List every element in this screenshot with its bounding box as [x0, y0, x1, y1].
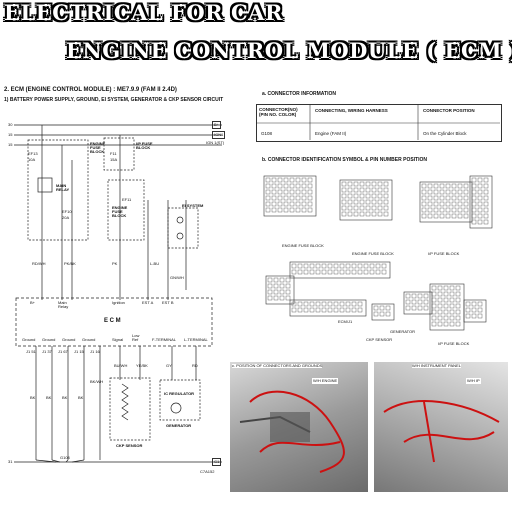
- wire-color: GY: [166, 363, 172, 368]
- connector-label: ENGINE FUSE BLOCK: [352, 251, 394, 256]
- footer-code: C7A152: [200, 469, 215, 474]
- wire-color: PK: [112, 261, 118, 266]
- wire-color: BK/WH: [90, 379, 104, 384]
- ground-id-g1: G1: [212, 458, 222, 466]
- table-cell: Engine (FAM II): [315, 131, 347, 136]
- ground-pin: J1 51: [26, 349, 36, 354]
- engine-harness-photo: [230, 362, 368, 492]
- fuse-f11: F11: [110, 151, 117, 156]
- schematic-title: 2. ECM (ENGINE CONTROL MODULE) : ME7.9.9…: [4, 87, 177, 93]
- ecm-pin-l-terminal: L-TERMINAL: [184, 337, 208, 342]
- rail-label-ign1st: IGN 1(ST): [206, 140, 225, 145]
- ground-pin: J1 67: [58, 349, 68, 354]
- connector-label: I/P FUSE BLOCK: [428, 251, 460, 256]
- ip-harness-photo: [374, 362, 508, 492]
- connector-pin-grid: [371, 303, 395, 321]
- connector-pin-grid: [339, 179, 393, 221]
- engine-fuse-block2-label: ENGINE FUSE BLOCK: [112, 205, 128, 218]
- schematic-subtitle: 1) BATTERY POWER SUPPLY, GROUND, EI SYST…: [4, 97, 224, 103]
- ip-photo-caption: W/H INSTRUMENT PANEL: [412, 363, 461, 368]
- ic-regulator-label: IC REGULATOR: [164, 391, 195, 396]
- ground-pin: J1 37: [42, 349, 52, 354]
- ecm-pin-low-ref: Low Ref: [132, 333, 140, 342]
- connector-pin-grid: [419, 181, 473, 223]
- wire-color: BK: [46, 395, 52, 400]
- ecm-pin-ground: Ground: [22, 337, 36, 342]
- rail-label-bplus: B+: [212, 121, 222, 129]
- wire-color: PK/BK: [64, 261, 76, 266]
- ecm-pin-main-relay: Main Relay: [58, 300, 69, 309]
- connector-pin-grid: [463, 299, 487, 323]
- table-cell: G108: [261, 131, 273, 136]
- ip-fuse-block-label: I/P FUSE BLOCK: [136, 141, 153, 150]
- fuse-ef10: EF10: [62, 209, 72, 214]
- ecm-pin-est-b: EST B: [162, 300, 174, 305]
- ecm-pin-f-terminal: F-TERMINAL: [152, 337, 176, 342]
- ecm-pin-est-a: EST A: [142, 300, 154, 305]
- ecm-pin-bplus: B+: [30, 300, 36, 305]
- ground-id-g108: G108: [60, 455, 70, 460]
- engine-photo-legend: W/H ENGINE: [312, 378, 339, 384]
- table-cell: On the Cylinder Block: [423, 131, 467, 136]
- ecm-pin-ignition: Ignition: [112, 300, 125, 305]
- wire-color: L-BU: [150, 261, 160, 266]
- connector-label: ECM/J1: [338, 319, 353, 324]
- fuse-ef13-rating: 10A: [28, 157, 36, 162]
- ckp-sensor-label: CKP SENSOR: [116, 443, 143, 448]
- connector-info-title: a. CONNECTOR INFORMATION: [262, 91, 336, 97]
- ecm-pin-signal: Signal: [112, 337, 124, 342]
- connector-label: I/P FUSE BLOCK: [438, 341, 470, 346]
- ecm-label: E C M: [104, 318, 121, 324]
- wire-color: GN/WH: [170, 275, 184, 280]
- connector-label: GENERATOR: [390, 329, 415, 334]
- wire-color: BK: [62, 395, 68, 400]
- wire-color: YE/BK: [136, 363, 148, 368]
- connector-pin-grid: [263, 175, 317, 217]
- connector-pin-grid: [289, 261, 391, 279]
- rail-num-30: 30: [8, 122, 13, 127]
- connector-pin-grid: [265, 275, 295, 305]
- ground-pin: J1 16: [90, 349, 100, 354]
- ecm-pin-ground: Ground: [62, 337, 76, 342]
- ip-photo-legend: W/H IP: [466, 378, 481, 384]
- connector-pin-grid: [429, 283, 465, 331]
- rail-label-ign1: IGN1: [212, 131, 226, 139]
- connector-pin-grid: [289, 299, 367, 317]
- wire-color: RD/WH: [32, 261, 46, 266]
- ecm-pin-ground: Ground: [42, 337, 56, 342]
- table-header: CONNECTOR POSITION: [423, 108, 475, 113]
- engine-photo-caption: c. POSITION OF CONNECTORS AND GROUNDS: [232, 363, 323, 368]
- ground-pin: J1 15: [74, 349, 84, 354]
- banner-title-line2: ENGINE CONTROL MODULE ( ECM ): [66, 38, 512, 63]
- wire-color: BU/WH: [114, 363, 128, 368]
- wire-color: BK: [30, 395, 36, 400]
- connector-label: CKP SENSOR: [366, 337, 393, 342]
- engine-fuse-block-label: ENGINE FUSE BLOCK: [90, 141, 106, 154]
- ecm-pin-ground: Ground: [82, 337, 96, 342]
- rail-num-31: 31: [8, 459, 13, 464]
- fuse-ef11: EF11: [122, 197, 132, 202]
- banner-title-line1: ELECTRICAL FOR CAR: [4, 0, 283, 25]
- table-header: CONNECTOR(NO) (PIN NO. COLOR): [259, 107, 298, 117]
- table-header: CONNECTING, WIRING HARNESS: [315, 108, 388, 113]
- connector-pin-grid: [469, 175, 493, 229]
- wire-color: BK: [78, 395, 84, 400]
- wire-color: RD: [192, 363, 198, 368]
- connector-id-title: b. CONNECTOR IDENTIFICATION SYMBOL & PIN…: [262, 157, 428, 163]
- ei-system-label: EI SYSTEM: [182, 203, 204, 208]
- connector-pin-grid: [403, 291, 433, 315]
- rail-num-15b: 15: [8, 142, 13, 147]
- fuse-f11-rating: 15A: [110, 157, 118, 162]
- fuse-ef10-rating: 20A: [62, 215, 70, 220]
- rail-num-15a: 15: [8, 132, 13, 137]
- main-relay-label: MAIN RELAY: [56, 183, 70, 192]
- connector-label: ENGINE FUSE BLOCK: [282, 243, 324, 248]
- generator-label: GENERATOR: [166, 423, 192, 428]
- fuse-ef13: EF13: [28, 151, 38, 156]
